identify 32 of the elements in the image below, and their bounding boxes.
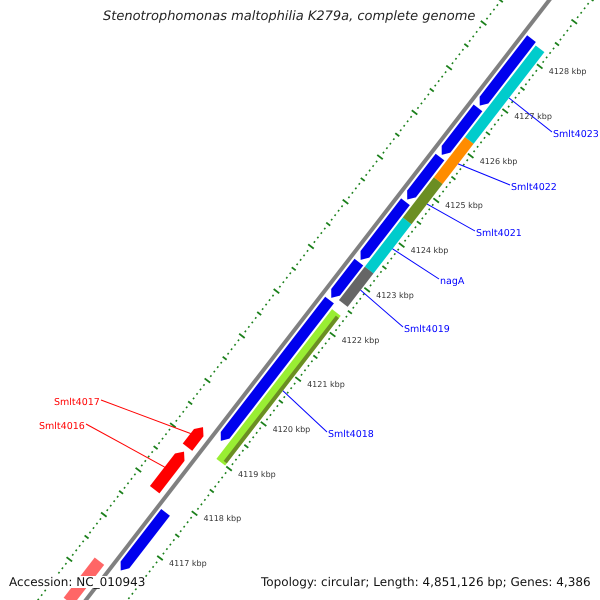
tick-label: 4126 kbp [480, 158, 518, 166]
tick-label: 4120 kbp [272, 426, 310, 434]
leader-line [360, 290, 404, 328]
leader-line [458, 163, 510, 186]
tick-label: 4117 kbp [169, 560, 207, 568]
title: Stenotrophomonas maltophilia K279a, complete genome [103, 10, 476, 23]
gene-label: Smlt4016 [39, 422, 85, 432]
gene-label: Smlt4022 [511, 183, 557, 192]
gene-segment [364, 218, 412, 274]
genome-summary: Topology: circular; Length: 4,851,126 bp; Genes: 4,386 [261, 576, 591, 588]
gene-label: Smlt4019 [404, 325, 450, 334]
accession-text: Accession: NC_010943 [9, 576, 146, 588]
gene-segment [402, 177, 443, 224]
gene-label: Smlt4021 [476, 229, 522, 238]
leader-line [100, 400, 191, 434]
gene-segment [434, 137, 474, 184]
leader-line [426, 204, 476, 232]
gene-segment [338, 266, 374, 307]
gene-segment [182, 427, 204, 451]
tick-label: 4118 kbp [204, 515, 242, 524]
gene-label: Smlt4018 [328, 430, 374, 440]
tick-label: 4124 kbp [410, 247, 448, 256]
tick-label: 4121 kbp [307, 381, 345, 390]
gene-segment [150, 452, 184, 494]
gene-label: Smlt4017 [54, 398, 100, 408]
gene-label: Smlt4023 [553, 130, 599, 140]
tick-label: 4127 kbp [514, 113, 552, 122]
gene-label: nagA [440, 277, 464, 286]
leader-line [282, 390, 328, 432]
leader-line [508, 97, 552, 132]
leader-line [86, 424, 166, 468]
leader-line [392, 248, 440, 280]
